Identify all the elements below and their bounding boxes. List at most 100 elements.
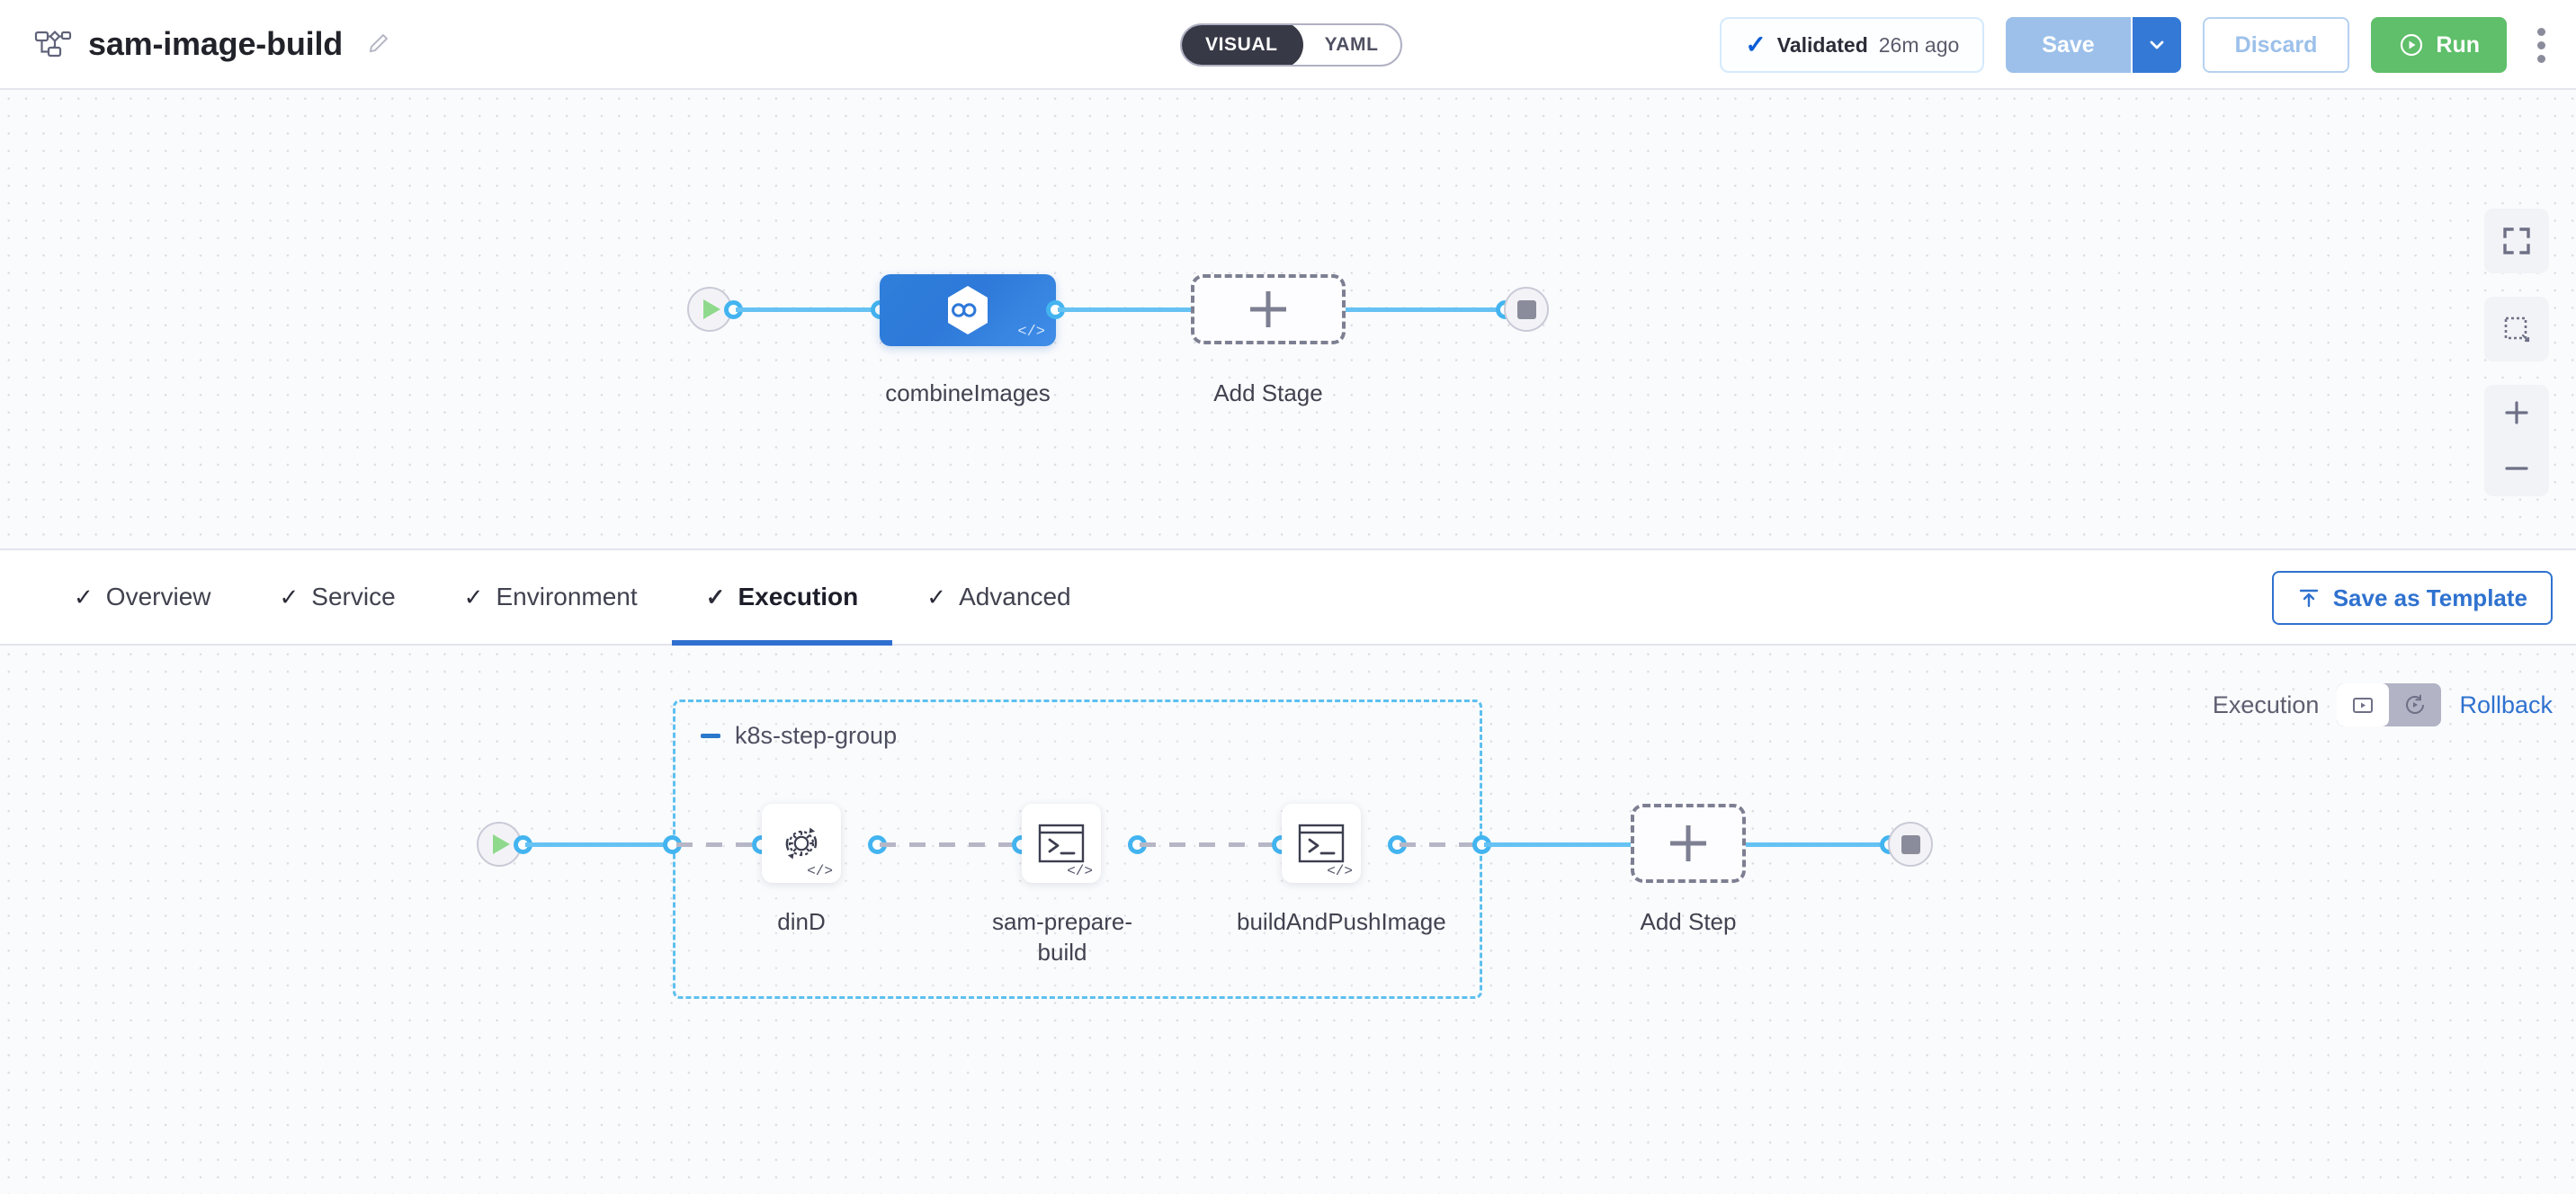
tab-visual[interactable]: VISUAL: [1181, 25, 1303, 65]
check-icon: ✓: [279, 583, 300, 610]
minus-collapse-icon[interactable]: [701, 734, 720, 738]
exec-mode-switch[interactable]: [2337, 683, 2442, 726]
tab-yaml[interactable]: YAML: [1303, 25, 1400, 65]
edge-group-to-addstep: [1484, 842, 1631, 847]
tab-environment[interactable]: ✓ Environment: [430, 548, 672, 646]
edge-addstep-to-end: [1746, 842, 1892, 847]
canvas-controls: [2484, 209, 2549, 496]
zoom-in-button[interactable]: [2484, 385, 2549, 441]
add-stage-label: Add Stage: [1213, 379, 1323, 406]
chevron-down-icon: [2150, 40, 2164, 49]
pencil-icon[interactable]: [364, 31, 391, 58]
run-button[interactable]: Run: [2371, 17, 2507, 73]
pipeline-flow-icon: [32, 24, 72, 64]
rollback-label[interactable]: Rollback: [2459, 691, 2553, 718]
stage-code-badge: </>: [1017, 324, 1045, 341]
play-circle-icon: [2401, 33, 2423, 57]
tab-execution[interactable]: ✓ Execution: [671, 548, 893, 646]
stage-label-combineimages: combineImages: [885, 379, 1051, 406]
check-icon: ✓: [74, 583, 94, 610]
select-area-icon: [2504, 316, 2530, 343]
kebab-menu-icon[interactable]: [2530, 21, 2553, 70]
step-node-dind[interactable]: </>: [762, 804, 841, 883]
discard-button[interactable]: Discard: [2202, 17, 2350, 73]
step-group-name: k8s-step-group: [735, 722, 898, 749]
terminal-icon: [1038, 824, 1085, 863]
edge-build-to-group-out: [1400, 842, 1482, 847]
stage-node-combineimages[interactable]: </>: [880, 274, 1056, 346]
step-label-buildandpushimage: buildAndPushImage: [1237, 908, 1446, 935]
validated-timestamp: 26m ago: [1878, 32, 1960, 57]
save-as-template-button[interactable]: Save as Template: [2271, 571, 2553, 625]
view-mode-toggle[interactable]: VISUAL YAML: [1180, 23, 1402, 67]
step-group-header: k8s-step-group: [701, 722, 897, 750]
upload-template-icon: [2299, 589, 2318, 608]
check-icon: ✓: [926, 583, 947, 610]
tab-overview[interactable]: ✓ Overview: [40, 548, 246, 646]
stage-canvas[interactable]: </> combineImages Add Stage: [0, 90, 2576, 548]
prepare-code-badge: </>: [1067, 863, 1093, 879]
dind-code-badge: </>: [807, 863, 833, 879]
rollback-circular-arrow-icon: [2406, 694, 2425, 714]
header-actions: ✓ Validated 26m ago Save Discard Run: [1720, 0, 2553, 90]
validated-label: Validated: [1776, 32, 1868, 57]
run-label: Run: [2436, 31, 2480, 58]
edge-addstage-to-end: [1346, 307, 1507, 312]
tab-list: ✓ Overview ✓ Service ✓ Environment ✓ Exe…: [0, 548, 1105, 646]
step-end-node[interactable]: [1888, 822, 1933, 867]
fit-to-screen-icon: [2503, 227, 2530, 254]
tab-service-label: Service: [311, 583, 396, 610]
status-badge: ✓ Validated 26m ago: [1720, 17, 1985, 73]
tab-advanced[interactable]: ✓ Advanced: [892, 548, 1105, 646]
play-icon: [492, 834, 510, 854]
chained-pipeline-hexagon-icon: [948, 286, 988, 334]
tab-environment-label: Environment: [496, 583, 638, 610]
edge-start-to-stage: [736, 307, 880, 312]
stage-end-node[interactable]: [1504, 287, 1549, 332]
step-node-sam-prepare-build[interactable]: </>: [1022, 804, 1101, 883]
tab-service[interactable]: ✓ Service: [246, 548, 430, 646]
execution-steps-canvas[interactable]: Execution Rollback: [0, 646, 2576, 1194]
zoom-out-button[interactable]: [2484, 441, 2549, 496]
check-icon: ✓: [463, 583, 484, 610]
check-icon: ✓: [1745, 31, 1767, 58]
edge-group-to-dind: [676, 842, 757, 847]
edge-prepare-to-build: [1140, 842, 1276, 847]
execution-mode-button[interactable]: [2337, 683, 2390, 726]
stop-icon: [1516, 299, 1536, 319]
execution-rollback-toggle: Execution Rollback: [2213, 683, 2553, 726]
zoom-in-icon: [2505, 401, 2528, 424]
rollback-mode-button[interactable]: [2389, 683, 2441, 726]
plus-icon: [1250, 291, 1286, 327]
tab-overview-label: Overview: [105, 583, 211, 610]
save-button-group[interactable]: Save: [2006, 17, 2181, 73]
app-header: sam-image-build VISUAL YAML ✓ Validated …: [0, 0, 2576, 90]
add-step-button[interactable]: [1631, 804, 1746, 883]
execution-play-box-icon: [2353, 698, 2374, 713]
gear-sync-icon: [785, 827, 818, 860]
edge-dind-to-prepare: [880, 842, 1016, 847]
plus-icon: [1670, 825, 1706, 861]
page-title: sam-image-build: [88, 25, 344, 62]
edge-start-to-group: [525, 842, 676, 847]
fit-to-screen-button[interactable]: [2484, 209, 2549, 273]
save-button[interactable]: Save: [2006, 17, 2131, 73]
save-dropdown-button[interactable]: [2130, 17, 2181, 73]
step-node-buildandpushimage[interactable]: </>: [1282, 804, 1361, 883]
step-label-dind: dinD: [777, 908, 826, 935]
save-as-template-label: Save as Template: [2332, 584, 2527, 611]
build-code-badge: </>: [1327, 863, 1353, 879]
stop-icon: [1901, 834, 1920, 854]
execution-label: Execution: [2212, 691, 2320, 718]
check-icon: ✓: [705, 583, 726, 610]
tab-advanced-label: Advanced: [959, 583, 1071, 610]
zoom-controls: [2484, 385, 2549, 496]
step-label-sam-prepare-build: sam-prepare-build: [991, 908, 1133, 967]
zoom-out-icon: [2505, 467, 2528, 470]
stage-config-tabbar: ✓ Overview ✓ Service ✓ Environment ✓ Exe…: [0, 548, 2576, 646]
select-area-button[interactable]: [2484, 297, 2549, 361]
terminal-icon: [1298, 824, 1345, 863]
edge-stage-to-addstage: [1058, 307, 1191, 312]
add-stage-button[interactable]: [1191, 274, 1346, 344]
